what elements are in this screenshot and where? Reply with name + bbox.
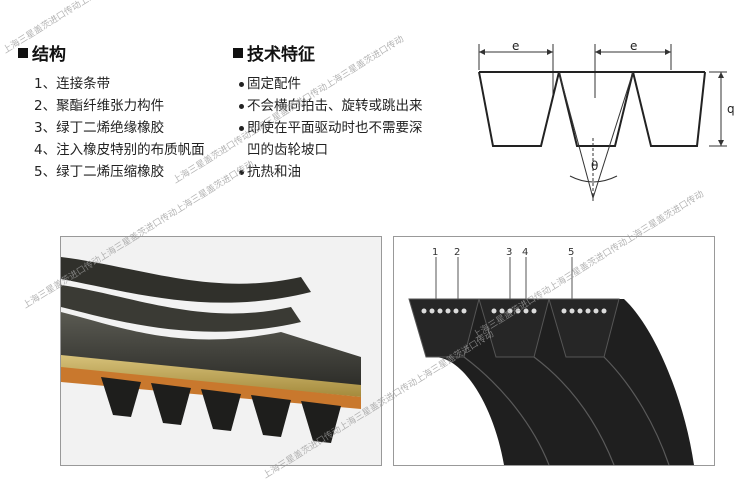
feature-item: 不会横向拍击、旋转或跳出来 bbox=[239, 95, 463, 117]
dim-e-right: e bbox=[630, 39, 637, 53]
dot-bullet-icon bbox=[239, 103, 244, 109]
structure-list: 1、连接条带 2、聚酯纤维张力构件 3、绿丁二烯绝缘橡胶 4、注入橡皮特别的布质… bbox=[34, 73, 205, 183]
dim-e-left: e bbox=[512, 39, 519, 53]
callout-4: 4 bbox=[522, 247, 528, 258]
structure-item: 1、连接条带 bbox=[34, 76, 111, 92]
structure-item: 3、绿丁二烯绝缘橡胶 bbox=[34, 120, 165, 136]
square-bullet-icon bbox=[233, 47, 243, 58]
features-list: 固定配件 不会横向拍击、旋转或跳出来 即使在平面驱动时也不需要深 凹的齿轮坡口 … bbox=[239, 73, 463, 183]
structure-section: 结构 1、连接条带 2、聚酯纤维张力构件 3、绿丁二烯绝缘橡胶 4、注入橡皮特别… bbox=[18, 40, 205, 183]
structure-item: 2、聚酯纤维张力构件 bbox=[34, 98, 165, 114]
feature-item: 即使在平面驱动时也不需要深 bbox=[239, 117, 463, 139]
structure-heading: 结构 bbox=[18, 40, 205, 65]
angle-label: θ bbox=[591, 159, 598, 173]
callout-1: 1 bbox=[432, 247, 438, 258]
dot-bullet-icon bbox=[239, 81, 244, 87]
square-bullet-icon bbox=[18, 47, 28, 58]
features-heading: 技术特征 bbox=[233, 40, 463, 65]
cross-section-illustration: 1 2 3 4 5 bbox=[408, 247, 694, 465]
cross-section-panel: 1 2 3 4 5 bbox=[393, 236, 715, 466]
structure-item: 4、注入橡皮特别的布质帆面 bbox=[34, 142, 205, 158]
dot-bullet-icon bbox=[239, 125, 244, 131]
structure-title: 结构 bbox=[32, 45, 66, 65]
dot-bullet-icon bbox=[239, 169, 244, 175]
feature-item: 固定配件 bbox=[239, 73, 463, 95]
features-title: 技术特征 bbox=[247, 45, 315, 65]
belt-photo bbox=[61, 257, 361, 443]
callout-3: 3 bbox=[506, 247, 512, 258]
features-section: 技术特征 固定配件 不会横向拍击、旋转或跳出来 即使在平面驱动时也不需要深 凹的… bbox=[233, 40, 463, 183]
feature-item: 抗热和油 bbox=[239, 161, 463, 183]
feature-item: 凹的齿轮坡口 bbox=[247, 142, 328, 158]
dim-q: q bbox=[727, 102, 735, 116]
belt-profile-diagram: e e q θ bbox=[478, 39, 735, 203]
callout-5: 5 bbox=[568, 247, 574, 258]
structure-item: 5、绿丁二烯压缩橡胶 bbox=[34, 164, 165, 180]
callout-2: 2 bbox=[454, 247, 460, 258]
belt-photo-panel bbox=[60, 236, 382, 466]
